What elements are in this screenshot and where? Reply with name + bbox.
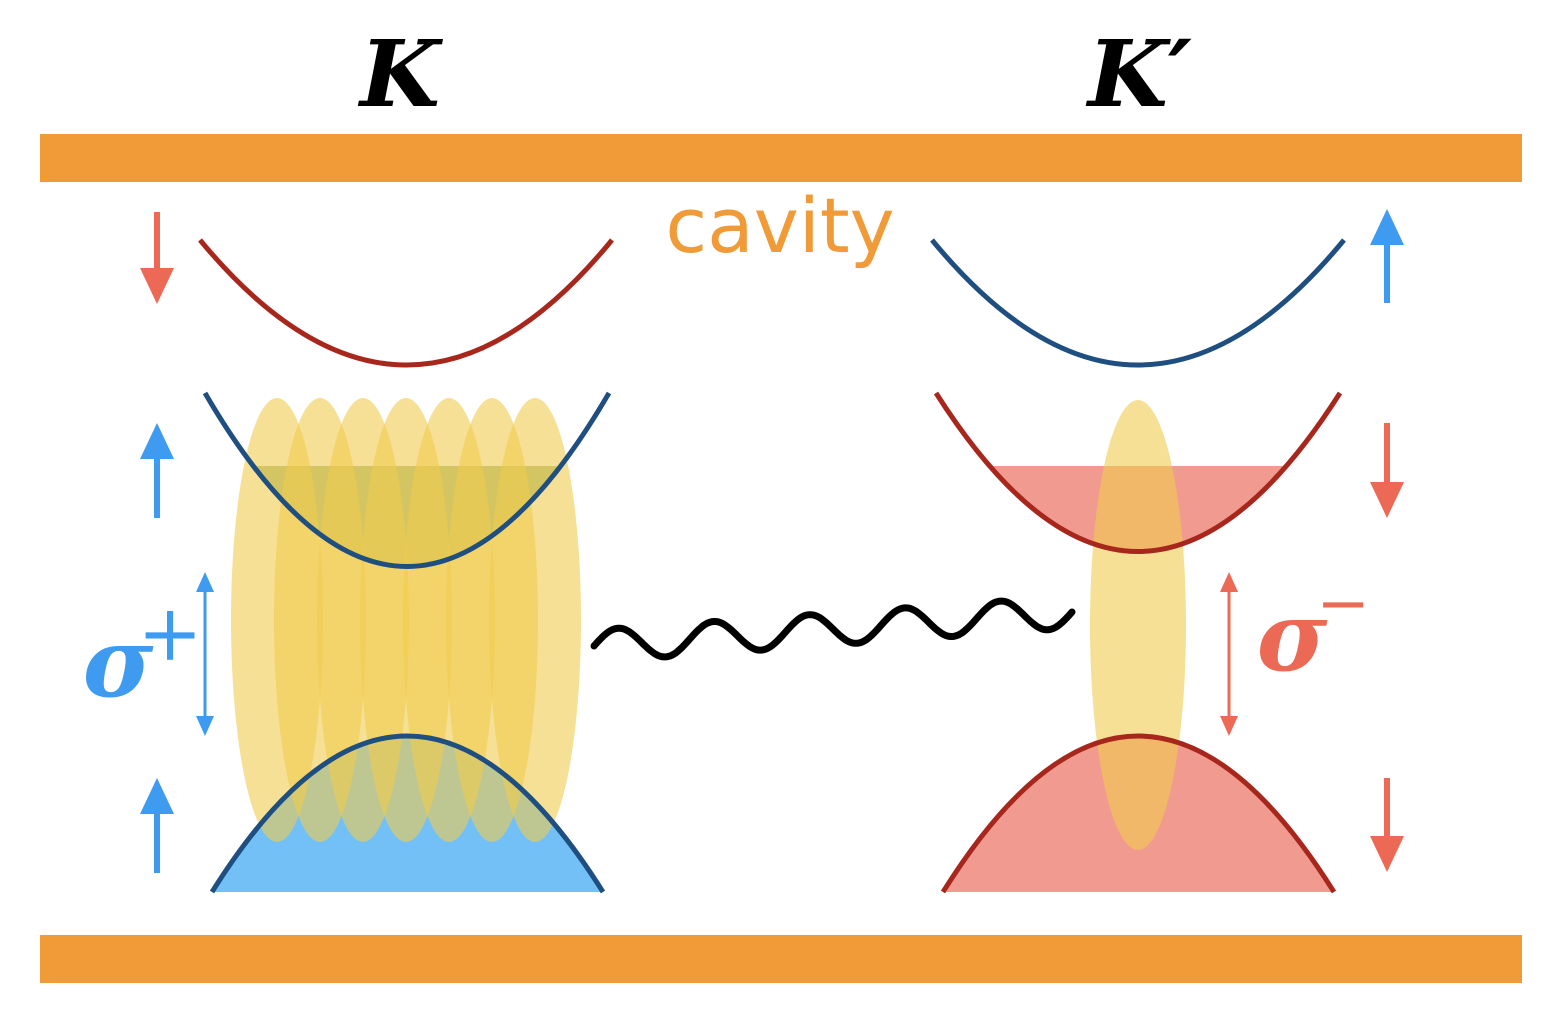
sigma-minus-symbol: σ bbox=[1257, 580, 1328, 693]
k-exciton-7 bbox=[489, 398, 581, 842]
k-prime-spin-up-arrow bbox=[1370, 209, 1404, 303]
k-prime-exciton bbox=[1090, 400, 1186, 850]
k-valence-band bbox=[209, 733, 606, 894]
k-spin-down-arrow bbox=[140, 212, 174, 304]
cavity-mirror-bottom bbox=[40, 935, 1522, 983]
valley-label-k-prime: K′ bbox=[1085, 20, 1192, 128]
k-exciton-group bbox=[231, 398, 581, 842]
k-prime-upper-conduction-band bbox=[930, 238, 1346, 368]
valley-label-k: K bbox=[357, 20, 444, 128]
k-prime-spin-down-arrow-valence bbox=[1370, 778, 1404, 872]
k-prime-valence-band bbox=[940, 733, 1337, 894]
sigma-plus-superscript: + bbox=[137, 589, 202, 679]
k-upper-conduction-band bbox=[198, 238, 614, 368]
k-prime-lower-conduction-band bbox=[933, 391, 1343, 554]
sigma-minus-superscript: − bbox=[1316, 567, 1370, 641]
k-spin-up-arrow-valence bbox=[140, 778, 174, 873]
sigma-plus-symbol: σ bbox=[83, 606, 154, 719]
k-spin-up-arrow-conduction bbox=[140, 423, 174, 518]
cavity-mirror-top bbox=[40, 134, 1522, 182]
k-prime-spin-down-arrow-conduction bbox=[1370, 423, 1404, 518]
photon-wave bbox=[590, 597, 1076, 661]
sigma-minus-transition-arrow bbox=[1220, 572, 1238, 736]
k-valley: σ + bbox=[83, 212, 614, 894]
k-lower-conduction-band bbox=[202, 391, 612, 569]
sigma-plus-transition-arrow bbox=[196, 572, 214, 736]
k-prime-valley: σ − bbox=[930, 209, 1404, 894]
cavity-label: cavity bbox=[665, 181, 894, 270]
